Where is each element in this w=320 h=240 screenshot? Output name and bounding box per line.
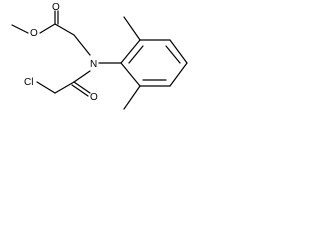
ring-double-bond-inner-2 [165, 45, 181, 64]
bond-amide-carbon-ch2 [54, 81, 75, 94]
bond-carbonyl-ch2 [54, 23, 75, 36]
molecule-canvas: O O N Cl O [0, 0, 203, 124]
bond-ring-methyl-bottom [123, 85, 141, 110]
bond-nitrogen-amide-carbon [73, 70, 91, 83]
bonds [11, 10, 188, 110]
ring-bond-4 [169, 62, 188, 87]
ring-bond-6 [120, 62, 141, 87]
ring-bond-3 [169, 39, 188, 64]
atom-label-carbonyl-oxygen-top: O [52, 2, 60, 13]
atom-label-nitrogen: N [90, 59, 97, 70]
atom-label-chlorine: Cl [24, 77, 33, 88]
bond-amide-carbon-oxygen-double-a [73, 81, 91, 94]
bond-ch2-chlorine [36, 81, 56, 94]
bond-oxygen-carbonyl [39, 23, 56, 34]
bond-methyl-oxygen [11, 24, 29, 34]
atom-label-ester-oxygen: O [30, 28, 38, 39]
ring-double-bond-inner-1 [128, 45, 144, 64]
atom-labels: O O N Cl O [24, 2, 98, 103]
bond-ring-methyl-top [123, 16, 141, 41]
ring-bond-1 [120, 39, 141, 64]
bond-amide-carbon-oxygen-double-b [71, 84, 89, 97]
atom-label-carbonyl-oxygen-bottom: O [90, 92, 98, 103]
bond-ch2-nitrogen [73, 34, 91, 56]
chemical-structure: O O N Cl O [11, 2, 188, 110]
